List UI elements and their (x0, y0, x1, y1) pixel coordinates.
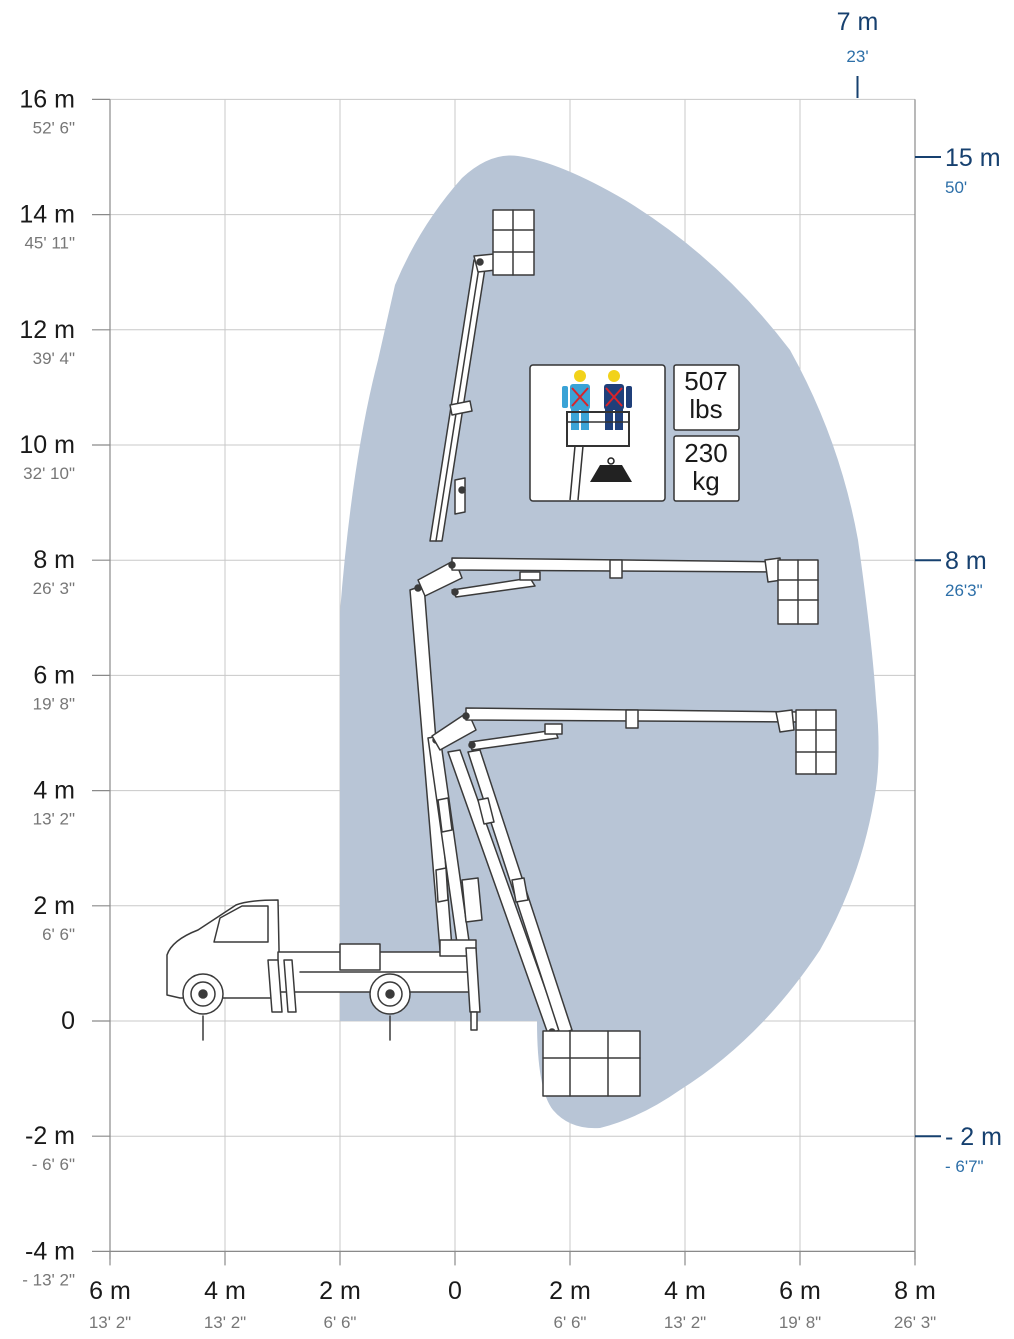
right-marker-label-0: 15 m (945, 144, 1001, 172)
capacity-kg-box (673, 435, 740, 502)
aerial-platform-drawing (166, 209, 837, 1097)
x-axis-labels: 6 m 13' 2" 4 m 13' 2" 2 m 6' 6" 0 2 m 6' 6" 4 m 13… (89, 1277, 936, 1332)
y-tick-label-9: -2 m (25, 1122, 75, 1150)
right-marker-label-1: 8 m (945, 547, 987, 575)
load-weight-icon (590, 457, 632, 482)
x-tick-label-4: 2 m (549, 1277, 591, 1305)
y-tick-label-10: -4 m (25, 1237, 75, 1265)
x-tick-label-5: 4 m (664, 1277, 706, 1305)
y-tick-label-7: 2 m (33, 892, 75, 920)
truck (166, 899, 481, 1041)
boom-position-below-ground (447, 749, 573, 1036)
y-tick-label-2: 12 m (19, 316, 75, 344)
x-tick-label-2: 2 m (319, 1277, 361, 1305)
y-axis-labels: 16 m 52' 6" 14 m 45' 11" 12 m 39' 4" 10 m 32' 1… (19, 85, 75, 1289)
two-workers-icon (562, 370, 632, 501)
basket-8m (777, 559, 819, 625)
top-reach-marker: 7 m 23' (837, 8, 879, 98)
y-tick-label-5: 6 m (33, 661, 75, 689)
y-tick-sublabel-1: 45' 11" (24, 234, 75, 253)
x-tick-sublabel-2: 6' 6" (324, 1313, 357, 1332)
capacity-kg-value: 230 (684, 438, 727, 468)
y-tick-sublabel-10: - 13' 2" (22, 1270, 75, 1289)
right-marker-sublabel-2: - 6'7" (945, 1157, 984, 1176)
x-tick-sublabel-1: 13' 2" (204, 1313, 246, 1332)
x-tick-sublabel-0: 13' 2" (89, 1313, 131, 1332)
capacity-kg-unit: kg (692, 466, 719, 496)
right-height-markers: 15 m 50' 8 m 26'3" - 2 m - 6'7" (915, 144, 1002, 1176)
y-tick-sublabel-4: 26' 3" (33, 579, 75, 598)
basket-top (492, 209, 535, 276)
y-tick-label-0: 16 m (19, 85, 75, 113)
x-tick-label-1: 4 m (204, 1277, 246, 1305)
x-tick-sublabel-5: 13' 2" (664, 1313, 706, 1332)
x-tick-label-6: 6 m (779, 1277, 821, 1305)
basket-5m (795, 709, 837, 775)
capacity-lbs-unit: lbs (689, 394, 722, 424)
boom-position-vertical (429, 253, 497, 542)
y-tick-label-8: 0 (61, 1007, 75, 1035)
x-tick-label-0: 6 m (89, 1277, 131, 1305)
x-tick-sublabel-4: 6' 6" (554, 1313, 587, 1332)
capacity-lbs-box (673, 364, 740, 431)
y-tick-sublabel-9: - 6' 6" (32, 1155, 75, 1174)
y-tick-sublabel-6: 13' 2" (33, 810, 75, 829)
y-tick-sublabel-5: 19' 8" (33, 694, 75, 713)
y-tick-sublabel-0: 52' 6" (33, 118, 75, 137)
y-tick-label-6: 4 m (33, 777, 75, 805)
right-marker-sublabel-0: 50' (945, 178, 967, 197)
axis-frame (92, 98, 916, 1266)
y-tick-label-1: 14 m (19, 201, 75, 229)
y-tick-sublabel-3: 32' 10" (23, 464, 75, 483)
capacity-lbs-value: 507 (684, 366, 727, 396)
capacity-panel: 507 lbs 230 kg (529, 364, 740, 502)
boom-position-5m (431, 707, 801, 751)
right-marker-label-2: - 2 m (945, 1123, 1002, 1151)
y-tick-label-3: 10 m (19, 431, 75, 459)
y-tick-sublabel-2: 39' 4" (33, 349, 75, 368)
x-tick-sublabel-6: 19' 8" (779, 1313, 821, 1332)
x-tick-label-3: 0 (448, 1277, 462, 1305)
y-tick-label-4: 8 m (33, 546, 75, 574)
right-marker-sublabel-1: 26'3" (945, 581, 983, 600)
x-tick-label-7: 8 m (894, 1277, 936, 1305)
top-marker-label: 7 m (837, 8, 879, 36)
x-tick-sublabel-7: 26' 3" (894, 1313, 936, 1332)
basket-below-ground (542, 1030, 641, 1097)
y-tick-sublabel-7: 6' 6" (42, 925, 75, 944)
top-marker-sublabel: 23' (846, 47, 868, 66)
